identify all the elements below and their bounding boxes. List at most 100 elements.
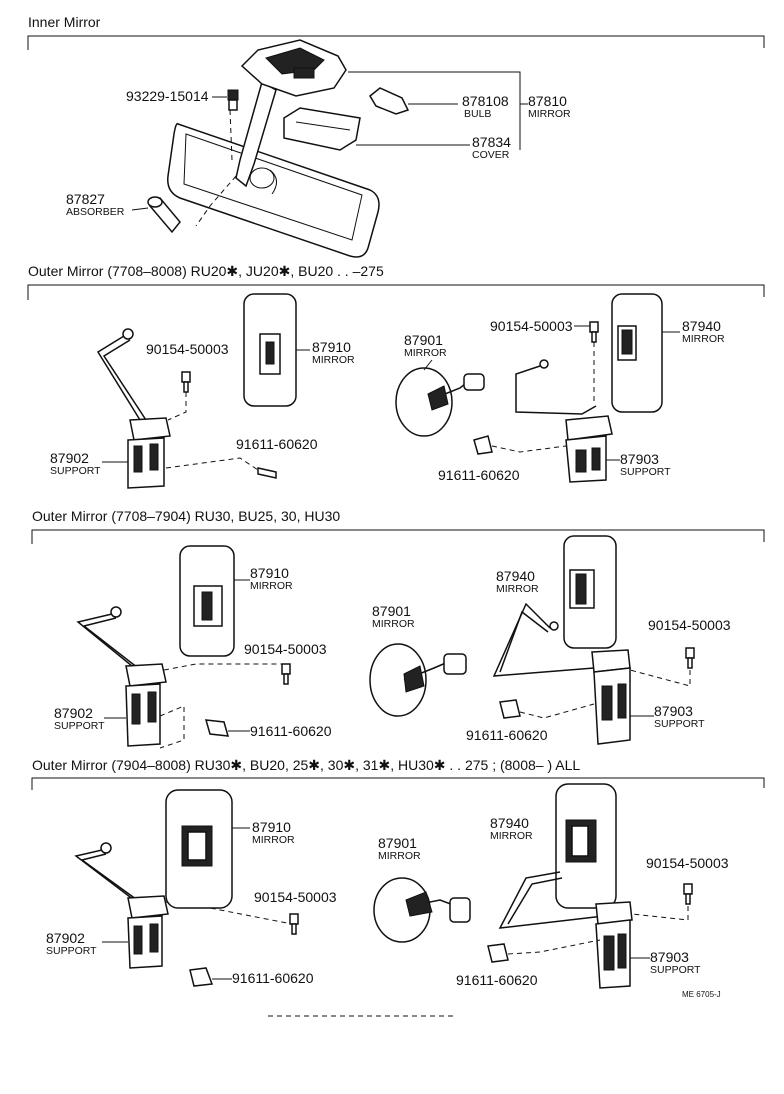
svg-text:87903: 87903 <box>650 949 689 965</box>
svg-text:MIRROR: MIRROR <box>250 580 293 592</box>
svg-text:SUPPORT: SUPPORT <box>654 718 705 730</box>
svg-text:91611-60620: 91611-60620 <box>236 436 318 452</box>
svg-text:90154-50003: 90154-50003 <box>146 341 229 357</box>
part-label: 87901 MIRROR <box>372 603 415 630</box>
svg-text:MIRROR: MIRROR <box>496 583 539 595</box>
svg-text:MIRROR: MIRROR <box>682 333 725 345</box>
part-label: 91611-60620 <box>250 723 332 739</box>
outer-mirror-assembly-right <box>492 535 695 745</box>
svg-text:91611-60620: 91611-60620 <box>438 467 520 483</box>
svg-text:MIRROR: MIRROR <box>490 830 533 842</box>
section-inner-mirror: Inner Mirror <box>27 14 765 258</box>
part-label: 87901 MIRROR <box>378 835 421 862</box>
svg-text:ABSORBER: ABSORBER <box>66 206 125 218</box>
svg-text:91611-60620: 91611-60620 <box>232 970 314 986</box>
part-label: 87834 COVER <box>472 134 511 161</box>
svg-text:BULB: BULB <box>464 108 491 120</box>
svg-text:87901: 87901 <box>378 835 417 851</box>
part-label: 87901 MIRROR <box>404 332 447 359</box>
section-bracket <box>27 35 765 50</box>
part-label: 91611-60620 <box>232 970 314 986</box>
part-label: 87903 SUPPORT <box>654 703 705 730</box>
section-bracket <box>31 529 765 544</box>
svg-text:87810: 87810 <box>528 93 567 109</box>
svg-text:87834: 87834 <box>472 134 511 150</box>
svg-text:878108: 878108 <box>462 93 509 109</box>
svg-text:87910: 87910 <box>252 819 291 835</box>
section-outer-mirror-2: Outer Mirror (7708–7904) RU30, BU25, 30,… <box>31 508 765 749</box>
flat-mirror-87910 <box>165 789 250 909</box>
part-label: 91611-60620 <box>236 436 318 452</box>
section-title: Outer Mirror (7708–8008) RU20✱, JU20✱, B… <box>28 263 384 279</box>
svg-text:87903: 87903 <box>620 451 659 467</box>
section-outer-mirror-1: Outer Mirror (7708–8008) RU20✱, JU20✱, B… <box>27 263 765 489</box>
outer-mirror-assembly-left <box>74 842 299 987</box>
part-label: 90154-50003 <box>146 341 229 357</box>
part-label: 91611-60620 <box>456 972 538 988</box>
svg-text:87901: 87901 <box>404 332 443 348</box>
svg-text:87940: 87940 <box>490 815 529 831</box>
drawing-code: ME 6705-J <box>682 990 721 999</box>
svg-text:91611-60620: 91611-60620 <box>466 727 548 743</box>
outer-mirror-assembly-left <box>96 328 277 489</box>
svg-text:87910: 87910 <box>250 565 289 581</box>
svg-text:90154-50003: 90154-50003 <box>490 318 573 334</box>
svg-text:MIRROR: MIRROR <box>378 850 421 862</box>
section-outer-mirror-3: Outer Mirror (7904–8008) RU30✱, BU20, 25… <box>31 757 765 989</box>
svg-text:87902: 87902 <box>46 930 85 946</box>
part-label: 90154-50003 <box>490 318 573 334</box>
svg-text:87827: 87827 <box>66 191 105 207</box>
svg-text:COVER: COVER <box>472 149 510 161</box>
part-label: 87940 MIRROR <box>682 318 725 345</box>
round-mirror-87901 <box>395 359 485 437</box>
part-label: 93229-15014 <box>126 88 209 104</box>
svg-text:MIRROR: MIRROR <box>528 108 571 120</box>
svg-text:87903: 87903 <box>654 703 693 719</box>
svg-text:MIRROR: MIRROR <box>404 347 447 359</box>
svg-text:90154-50003: 90154-50003 <box>254 889 337 905</box>
svg-text:91611-60620: 91611-60620 <box>456 972 538 988</box>
part-label: 87903 SUPPORT <box>620 451 671 478</box>
part-label: 87810 MIRROR <box>528 93 571 120</box>
part-label: 90154-50003 <box>254 889 337 905</box>
svg-text:MIRROR: MIRROR <box>252 834 295 846</box>
svg-text:93229-15014: 93229-15014 <box>126 88 209 104</box>
part-label: 90154-50003 <box>646 855 729 871</box>
svg-text:87901: 87901 <box>372 603 411 619</box>
part-label: 87940 MIRROR <box>496 568 539 595</box>
section-title: Inner Mirror <box>28 14 101 30</box>
svg-text:90154-50003: 90154-50003 <box>646 855 729 871</box>
svg-text:SUPPORT: SUPPORT <box>46 945 97 957</box>
round-mirror-87901 <box>373 877 471 943</box>
section-bracket <box>31 777 765 790</box>
inner-mirror-drawing <box>131 39 528 258</box>
svg-text:87940: 87940 <box>496 568 535 584</box>
svg-text:SUPPORT: SUPPORT <box>650 964 701 976</box>
svg-text:MIRROR: MIRROR <box>312 354 355 366</box>
round-mirror-87901 <box>369 643 467 717</box>
svg-text:SUPPORT: SUPPORT <box>620 466 671 478</box>
section-title: Outer Mirror (7904–8008) RU30✱, BU20, 25… <box>32 757 580 773</box>
part-label: 87940 MIRROR <box>490 815 533 842</box>
svg-text:SUPPORT: SUPPORT <box>50 465 101 477</box>
part-label: 878108 BULB <box>462 93 509 120</box>
outer-mirror-assembly-right <box>473 293 680 483</box>
part-label: 87910 MIRROR <box>312 339 355 366</box>
part-label: 90154-50003 <box>244 641 327 657</box>
part-label: 87827 ABSORBER <box>66 191 125 218</box>
flat-mirror-87910 <box>243 293 310 407</box>
section-bracket <box>27 284 765 300</box>
part-label: 87902 SUPPORT <box>54 705 105 732</box>
part-label: 87902 SUPPORT <box>50 450 101 477</box>
part-label: 87910 MIRROR <box>250 565 293 592</box>
svg-text:90154-50003: 90154-50003 <box>648 617 731 633</box>
svg-text:90154-50003: 90154-50003 <box>244 641 327 657</box>
svg-text:87910: 87910 <box>312 339 351 355</box>
part-label: 87910 MIRROR <box>252 819 295 846</box>
outer-mirror-assembly-right <box>487 783 693 989</box>
part-label: 87903 SUPPORT <box>650 949 701 976</box>
svg-text:87902: 87902 <box>50 450 89 466</box>
svg-text:91611-60620: 91611-60620 <box>250 723 332 739</box>
svg-text:87940: 87940 <box>682 318 721 334</box>
